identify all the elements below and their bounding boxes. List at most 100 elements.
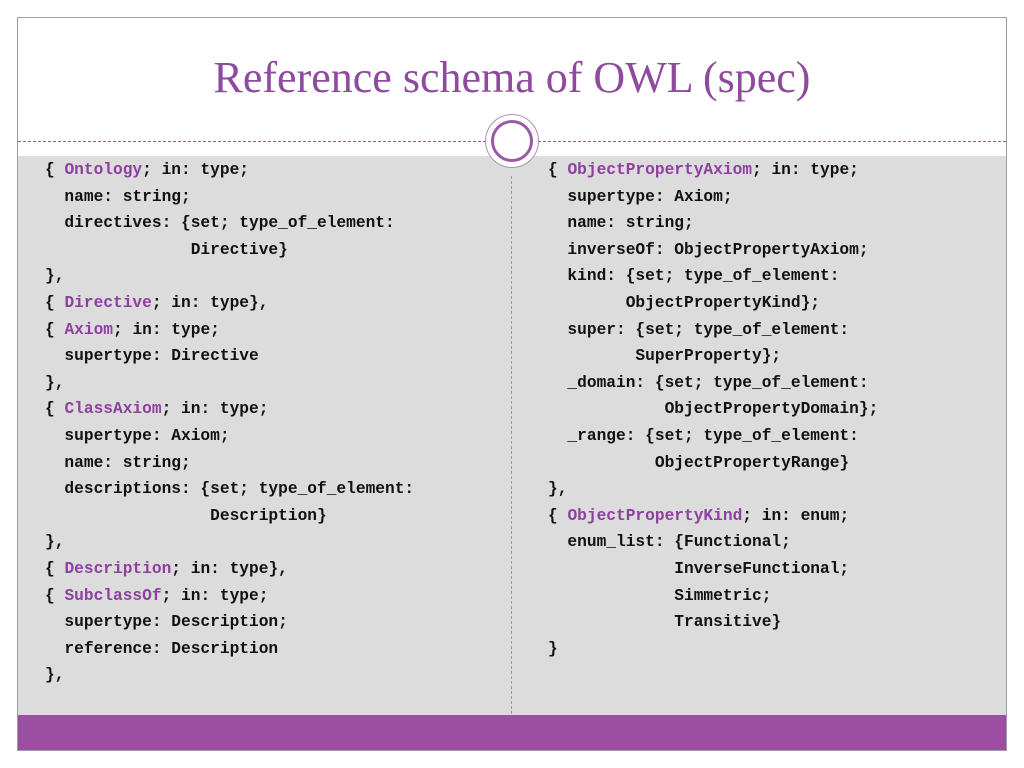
code-text: InverseFunctional;: [548, 559, 850, 578]
type-keyword: Description: [64, 559, 172, 578]
code-text: {: [45, 586, 65, 605]
code-text: ; in: type;: [113, 320, 220, 339]
code-line: name: string;: [45, 450, 414, 477]
code-line: { Ontology; in: type;: [45, 157, 414, 184]
code-text: inverseOf: ObjectPropertyAxiom;: [548, 240, 869, 259]
code-line: ObjectPropertyDomain};: [548, 396, 879, 423]
slide-title: Reference schema of OWL (spec): [213, 53, 811, 102]
type-keyword: Axiom: [64, 320, 114, 339]
code-text: {: [45, 320, 65, 339]
code-line: supertype: Axiom;: [548, 184, 878, 211]
code-text: name: string;: [45, 453, 191, 472]
code-line: name: string;: [45, 184, 414, 211]
code-line: }: [548, 636, 878, 663]
code-line: },: [45, 370, 414, 397]
code-text: _domain: {set; type_of_element:: [548, 373, 869, 392]
code-text: supertype: Description;: [45, 613, 288, 632]
code-line: super: {set; type_of_element:: [548, 317, 878, 344]
code-text: {: [548, 161, 568, 179]
code-line: { ObjectPropertyKind; in: enum;: [548, 503, 878, 530]
code-text: name: string;: [548, 214, 694, 233]
footer-bar: [18, 715, 1006, 750]
code-text: }: [548, 639, 558, 658]
code-text: Directive}: [45, 240, 288, 259]
code-line: reference: Description: [45, 636, 414, 663]
code-text: },: [45, 373, 65, 392]
code-line: Simmetric;: [548, 583, 878, 610]
code-line: inverseOf: ObjectPropertyAxiom;: [548, 237, 878, 264]
type-keyword: SubclassOf: [64, 586, 162, 605]
code-text: },: [548, 480, 568, 499]
code-text: name: string;: [45, 187, 191, 206]
code-text: {: [45, 559, 65, 578]
code-text: ; in: type;: [142, 161, 250, 179]
code-text: ObjectPropertyDomain};: [548, 400, 879, 419]
left-code-column: { Ontology; in: type; name: string; dire…: [45, 157, 414, 689]
code-text: ; in: enum;: [742, 506, 850, 525]
code-line: },: [45, 263, 414, 290]
code-text: },: [45, 666, 65, 685]
column-divider: [511, 176, 512, 714]
code-line: ObjectPropertyKind};: [548, 290, 878, 317]
code-text: supertype: Axiom;: [45, 426, 230, 445]
code-line: { SubclassOf; in: type;: [45, 583, 414, 610]
code-line: { ClassAxiom; in: type;: [45, 396, 414, 423]
right-code-column: { ObjectPropertyAxiom; in: type; superty…: [548, 157, 878, 662]
code-line: },: [45, 662, 414, 689]
code-text: {: [45, 293, 65, 312]
code-line: _domain: {set; type_of_element:: [548, 370, 878, 397]
code-line: _range: {set; type_of_element:: [548, 423, 878, 450]
code-text: {: [548, 506, 568, 525]
content-area: [18, 156, 1006, 715]
code-line: kind: {set; type_of_element:: [548, 263, 878, 290]
code-line: { ObjectPropertyAxiom; in: type;: [548, 157, 878, 184]
code-text: kind: {set; type_of_element:: [548, 267, 840, 286]
code-text: ; in: type},: [171, 559, 288, 578]
code-line: descriptions: {set; type_of_element:: [45, 476, 414, 503]
code-text: enum_list: {Functional;: [548, 533, 791, 552]
code-line: { Directive; in: type},: [45, 290, 414, 317]
code-text: _range: {set; type_of_element:: [548, 426, 859, 445]
code-line: supertype: Description;: [45, 609, 414, 636]
code-line: SuperProperty};: [548, 343, 878, 370]
code-text: ObjectPropertyRange}: [548, 453, 850, 472]
code-text: ; in: type;: [752, 161, 859, 179]
code-line: supertype: Directive: [45, 343, 414, 370]
code-text: ; in: type},: [151, 293, 269, 312]
circle-ornament-inner: [491, 120, 533, 162]
code-text: reference: Description: [45, 639, 279, 658]
code-text: {: [45, 161, 65, 179]
code-line: enum_list: {Functional;: [548, 529, 878, 556]
code-text: ; in: type;: [161, 400, 269, 419]
code-text: Simmetric;: [548, 586, 772, 605]
code-line: Directive}: [45, 237, 414, 264]
circle-ornament-icon: [485, 114, 539, 168]
code-line: name: string;: [548, 210, 878, 237]
code-line: },: [45, 529, 414, 556]
type-keyword: ObjectPropertyAxiom: [567, 161, 753, 179]
code-line: Transitive}: [548, 609, 878, 636]
code-text: ObjectPropertyKind};: [548, 293, 820, 312]
code-text: },: [45, 267, 65, 286]
code-line: Description}: [45, 503, 414, 530]
code-line: },: [548, 476, 878, 503]
type-keyword: Directive: [64, 293, 152, 312]
code-text: descriptions: {set; type_of_element:: [45, 480, 415, 499]
code-text: {: [45, 400, 65, 419]
code-text: supertype: Axiom;: [548, 187, 733, 206]
code-text: supertype: Directive: [45, 347, 259, 366]
code-text: SuperProperty};: [548, 347, 782, 366]
code-line: { Axiom; in: type;: [45, 317, 414, 344]
code-line: InverseFunctional;: [548, 556, 878, 583]
code-line: ObjectPropertyRange}: [548, 450, 878, 477]
code-line: directives: {set; type_of_element:: [45, 210, 414, 237]
code-text: },: [45, 533, 65, 552]
code-text: super: {set; type_of_element:: [548, 320, 850, 339]
code-text: ; in: type;: [161, 586, 269, 605]
type-keyword: ObjectPropertyKind: [567, 506, 743, 525]
code-text: directives: {set; type_of_element:: [45, 214, 395, 233]
type-keyword: Ontology: [64, 161, 143, 179]
code-text: Description}: [45, 506, 327, 525]
code-line: supertype: Axiom;: [45, 423, 414, 450]
code-text: Transitive}: [548, 613, 782, 632]
